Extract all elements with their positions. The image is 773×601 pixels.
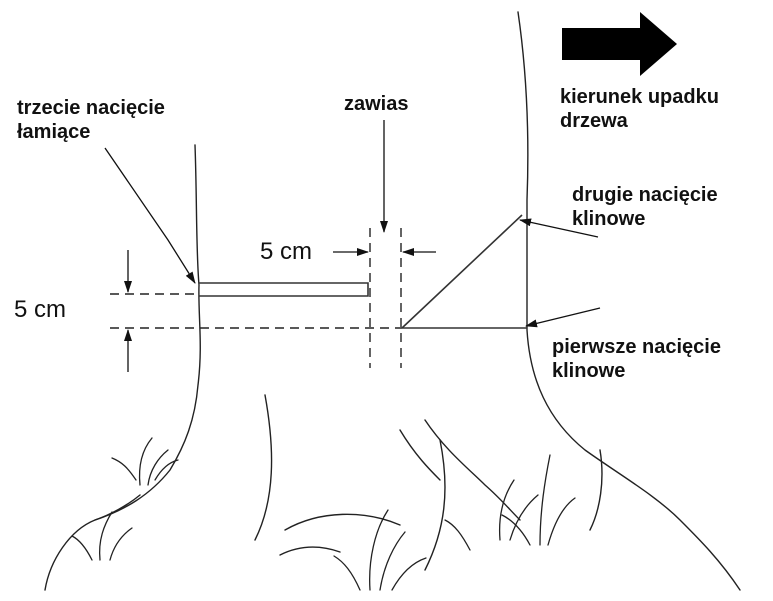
height-offset-label: 5 cm: [14, 296, 67, 323]
second-cut-leader: [519, 218, 599, 238]
right-arrow-icon: [562, 12, 677, 76]
second-cut-label-line1: drugie nacięcie: [572, 184, 718, 206]
third-cut-label-line1: trzecie nacięcie: [17, 97, 165, 119]
fall-direction-label-line1: kierunek upadku: [560, 86, 719, 108]
second-cut-label-line2: klinowe: [572, 208, 646, 230]
first-cut-label: pierwsze nacięcie klinowe: [552, 335, 721, 383]
hinge-label: zawias: [344, 93, 409, 115]
first-cut-leader: [525, 307, 601, 328]
dimension-guides: [110, 228, 402, 368]
felling-cuts: [199, 214, 527, 329]
second-cut-label: drugie nacięcie klinowe: [572, 183, 718, 231]
second-wedge-cut: [401, 214, 523, 329]
first-cut-label-line1: pierwsze nacięcie: [552, 336, 721, 358]
fall-direction-label-line2: drzewa: [560, 110, 628, 132]
back-cut: [199, 282, 369, 297]
leader-arrows: [104, 120, 601, 372]
tree-trunk: [44, 11, 741, 591]
grass-tufts: [71, 437, 576, 591]
third-cut-leader: [104, 147, 196, 284]
fall-direction-label: kierunek upadku drzewa: [560, 85, 719, 133]
third-cut-label: trzecie nacięcie łamiące: [17, 96, 165, 144]
hinge-width-label: 5 cm: [260, 238, 313, 265]
third-cut-label-line2: łamiące: [17, 121, 91, 143]
first-cut-label-line2: klinowe: [552, 360, 626, 382]
